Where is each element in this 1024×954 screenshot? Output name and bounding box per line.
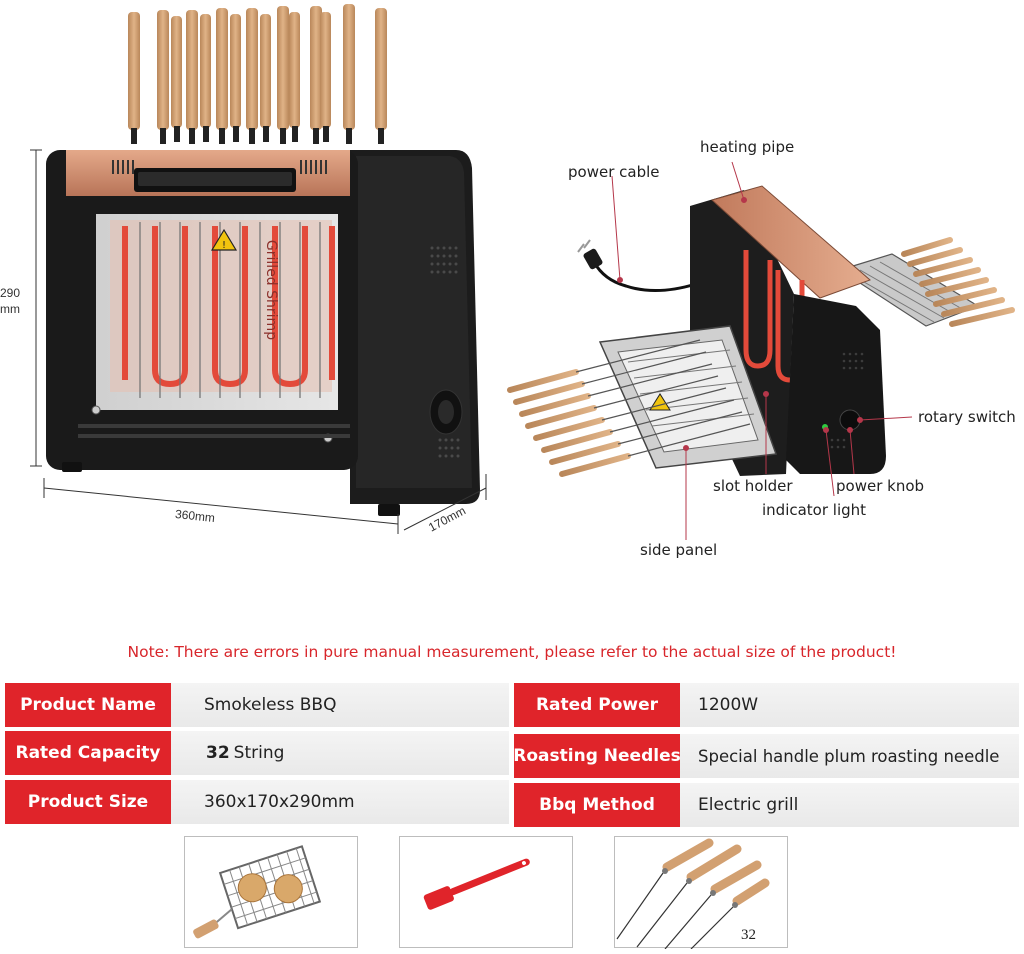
callout-slot-holder: slot holder bbox=[713, 477, 793, 495]
spec-value-text: 1200W bbox=[698, 695, 759, 715]
skewers-icon bbox=[616, 838, 770, 950]
spec-row-rated-power: Rated Power 1200W bbox=[514, 683, 1019, 727]
accessory-skewers: 32 bbox=[614, 836, 788, 950]
spec-value-text: String bbox=[233, 743, 285, 763]
front-glass-label: Grilled Shrimp bbox=[263, 239, 279, 341]
callout-side-panel: side panel bbox=[640, 541, 718, 559]
spec-value-text: Special handle plum roasting needle bbox=[698, 746, 1000, 766]
spec-value-strong: 32 bbox=[206, 743, 230, 763]
spec-value: Smokeless BBQ bbox=[171, 683, 509, 727]
spec-value: Electric grill bbox=[680, 783, 1019, 827]
height-dimension-label: 290 mm bbox=[0, 286, 21, 316]
skewer-handles bbox=[128, 4, 387, 144]
spec-value-text: Electric grill bbox=[698, 795, 799, 815]
spec-label: Bbq Method bbox=[514, 783, 680, 827]
spec-row-product-name: Product Name Smokeless BBQ bbox=[5, 683, 509, 727]
skewer-count-label: 32 bbox=[741, 927, 756, 943]
spec-value: Special handle plum roasting needle bbox=[680, 734, 1019, 778]
spec-value-text: 360x170x290mm bbox=[204, 792, 355, 812]
callout-power-cable: power cable bbox=[568, 163, 660, 181]
spec-value: 32 String bbox=[171, 731, 509, 775]
callout-rotary-switch: rotary switch bbox=[918, 408, 1016, 426]
spec-value: 1200W bbox=[680, 683, 1019, 727]
product-front-illustration: ! bbox=[30, 4, 487, 534]
spec-row-roasting-needles: Roasting Needles Special handle plum roa… bbox=[513, 734, 1019, 778]
product-exploded-illustration bbox=[507, 161, 1015, 540]
spec-row-rated-capacity: Rated Capacity 32 String bbox=[5, 731, 509, 775]
grill-basket-icon bbox=[193, 845, 322, 939]
accessory-oil-brush bbox=[399, 836, 573, 948]
spec-value: 360x170x290mm bbox=[171, 780, 509, 824]
svg-text:!: ! bbox=[222, 240, 226, 251]
spec-row-product-size: Product Size 360x170x290mm bbox=[5, 780, 509, 824]
oil-brush-icon bbox=[423, 858, 530, 910]
callout-heating-pipe: heating pipe bbox=[700, 138, 795, 156]
callout-power-knob: power knob bbox=[836, 477, 925, 495]
accessory-grill-basket bbox=[184, 836, 358, 948]
spec-label: Roasting Needles bbox=[513, 734, 681, 778]
callout-indicator-light: indicator light bbox=[762, 501, 867, 519]
measurement-note: Note: There are errors in pure manual me… bbox=[127, 643, 897, 661]
spec-label: Product Size bbox=[5, 780, 171, 824]
spec-label: Rated Power bbox=[514, 683, 680, 727]
spec-label: Product Name bbox=[5, 683, 171, 727]
spec-value-text: Smokeless BBQ bbox=[204, 695, 337, 715]
spec-row-bbq-method: Bbq Method Electric grill bbox=[514, 783, 1019, 827]
spec-label: Rated Capacity bbox=[5, 731, 171, 775]
